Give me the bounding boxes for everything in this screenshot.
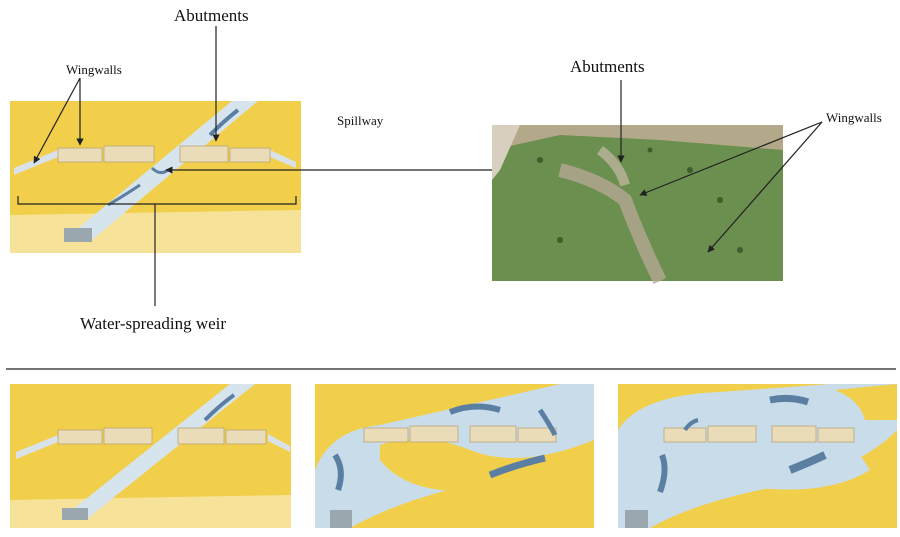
stage-panel-3 bbox=[618, 384, 897, 528]
abutments-label-right: Abutments bbox=[570, 57, 645, 76]
weir-label: Water-spreading weir bbox=[80, 314, 227, 333]
spillway-label: Spillway bbox=[337, 113, 384, 128]
aerial-photo bbox=[492, 125, 783, 285]
stage-panel-1 bbox=[10, 384, 291, 528]
abutments-label-left: Abutments bbox=[174, 6, 249, 25]
wingwalls-label-right: Wingwalls bbox=[826, 110, 882, 125]
wingwalls-label-left: Wingwalls bbox=[66, 62, 122, 77]
stage-panel-2 bbox=[315, 384, 594, 528]
